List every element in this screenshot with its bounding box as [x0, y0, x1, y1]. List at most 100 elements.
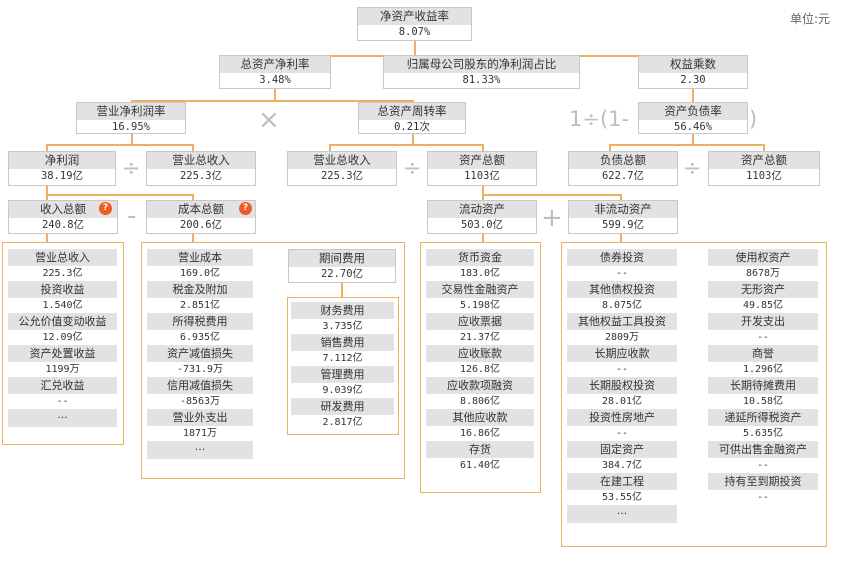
question-icon[interactable]: ? — [99, 202, 112, 215]
connector — [482, 144, 484, 151]
node-debt-ratio[interactable]: 资产负债率 56.46% — [638, 102, 748, 134]
connector — [46, 186, 48, 195]
item-title: 固定资产 — [567, 441, 677, 458]
more-button[interactable]: ··· — [8, 409, 117, 427]
item-title: 其他债权投资 — [567, 281, 677, 298]
node-total-assets[interactable]: 资产总额 1103亿 — [427, 151, 537, 186]
income-item-exchange[interactable]: 汇兑收益-- — [8, 377, 117, 409]
connector — [482, 234, 484, 242]
node-value: 0.21次 — [394, 121, 430, 133]
node-value: 3.48% — [259, 74, 291, 86]
divide-operator: ÷ — [403, 156, 422, 181]
node-revenue[interactable]: 营业总收入 225.3亿 — [146, 151, 256, 186]
item-value: 225.3亿 — [8, 266, 117, 281]
node-value: 622.7亿 — [601, 170, 645, 182]
node-parent-share[interactable]: 归属母公司股东的净利润占比 81.33% — [383, 55, 580, 89]
cost-item-asset-impairment[interactable]: 资产减值损失-731.9万 — [147, 345, 253, 377]
item-value: 384.7亿 — [567, 458, 677, 473]
node-revenue-2[interactable]: 营业总收入 225.3亿 — [287, 151, 397, 186]
node-value: 22.70亿 — [320, 268, 364, 280]
node-total-liabilities[interactable]: 负债总额 622.7亿 — [568, 151, 678, 186]
node-equity-multiplier[interactable]: 权益乘数 2.30 — [638, 55, 748, 89]
item-title: 应收款项融资 — [426, 377, 534, 394]
noncurrent-item-bond-investment[interactable]: 债券投资-- — [567, 249, 677, 281]
node-asset-turnover[interactable]: 总资产周转率 0.21次 — [358, 102, 466, 134]
item-title: 在建工程 — [567, 473, 677, 490]
node-roe[interactable]: 净资产收益率 8.07% — [357, 7, 472, 41]
item-title: 资产处置收益 — [8, 345, 117, 362]
item-value: 61.40亿 — [426, 458, 534, 473]
node-total-income[interactable]: 收入总额 240.8亿 — [8, 200, 118, 234]
node-title: 资产总额 — [428, 152, 536, 169]
connector — [414, 41, 416, 55]
more-button[interactable]: ··· — [147, 441, 253, 459]
connector — [46, 234, 48, 242]
noncurrent-item-long-term-receivable[interactable]: 长期应收款-- — [567, 345, 677, 377]
noncurrent-item-available-for-sale[interactable]: 可供出售金融资产-- — [708, 441, 818, 473]
node-noncurrent-assets[interactable]: 非流动资产 599.9亿 — [568, 200, 678, 234]
node-value: 240.8亿 — [41, 219, 85, 231]
node-net-profit[interactable]: 净利润 38.19亿 — [8, 151, 116, 186]
item-title: 存货 — [426, 441, 534, 458]
noncurrent-item-development[interactable]: 开发支出-- — [708, 313, 818, 345]
node-net-margin[interactable]: 营业净利润率 16.95% — [76, 102, 186, 134]
node-period-expense[interactable]: 期间费用 22.70亿 — [288, 249, 396, 283]
node-title: 净资产收益率 — [358, 8, 471, 25]
node-total-cost[interactable]: 成本总额 200.6亿 — [146, 200, 256, 234]
node-total-assets-2[interactable]: 资产总额 1103亿 — [708, 151, 820, 186]
connector — [46, 194, 194, 196]
node-current-assets[interactable]: 流动资产 503.0亿 — [427, 200, 537, 234]
item-value: 6.935亿 — [147, 330, 253, 345]
node-title: 总资产净利率 — [220, 56, 330, 73]
node-title: 营业净利润率 — [77, 103, 185, 120]
cost-item-credit-impairment[interactable]: 信用减值损失-8563万 — [147, 377, 253, 409]
node-roa[interactable]: 总资产净利率 3.48% — [219, 55, 331, 89]
more-button[interactable]: ··· — [567, 505, 677, 523]
node-title: 负债总额 — [569, 152, 677, 169]
node-title: 归属母公司股东的净利润占比 — [384, 56, 579, 73]
node-value: 81.33% — [462, 74, 501, 86]
item-title: 研发费用 — [291, 398, 394, 415]
item-title: 销售费用 — [291, 334, 394, 351]
node-title: 资产总额 — [709, 152, 819, 169]
noncurrent-item-held-to-maturity[interactable]: 持有至到期投资-- — [708, 473, 818, 505]
minus-operator: - — [127, 201, 137, 231]
question-icon[interactable]: ? — [239, 202, 252, 215]
noncurrent-item-investment-property[interactable]: 投资性房地产-- — [567, 409, 677, 441]
node-value: 56.46% — [674, 121, 712, 133]
